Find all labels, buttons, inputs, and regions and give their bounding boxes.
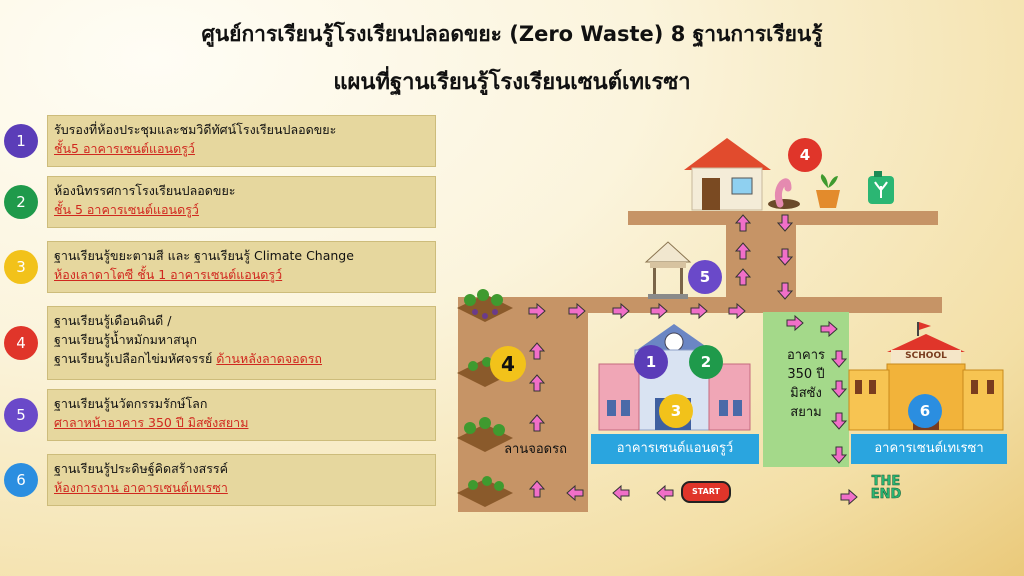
- station-1-panel: รับรองที่ห้องประชุมและชมวิดีทัศน์โรงเรีย…: [47, 115, 436, 167]
- station-5-number: 5: [4, 398, 38, 432]
- map-badge-4-house: 4: [788, 138, 822, 172]
- station-3-number: 3: [4, 250, 38, 284]
- end-sign-line1: THE: [871, 474, 901, 489]
- end-sign: THE END: [864, 474, 908, 502]
- label-st-teresa: อาคารเซนต์เทเรซา: [851, 434, 1007, 464]
- map-badge-5: 5: [688, 260, 722, 294]
- station-2-location: ชั้น 5 อาคารเซนต์แอนดรูว์: [54, 202, 199, 217]
- map-badge-2: 2: [689, 345, 723, 379]
- pavilion-icon: [644, 241, 692, 299]
- path-arrow-icon: [776, 248, 794, 266]
- path-arrow-icon: [830, 412, 848, 430]
- path-arrow-icon: [528, 374, 546, 392]
- station-5-panel: ฐานเรียนรู้นวัตกรรมรักษ์โลกศาลาหน้าอาคาร…: [47, 389, 436, 441]
- school-sign: SCHOOL: [905, 351, 947, 361]
- station-4-text: ฐานเรียนรู้น้ำหมักมหาสนุก: [54, 332, 197, 347]
- path-arrow-icon: [612, 484, 630, 502]
- path-arrow-icon: [528, 414, 546, 432]
- station-6-text: ฐานเรียนรู้ประดิษฐ์คิดสร้างสรรค์: [54, 461, 229, 476]
- path-arrow-icon: [840, 488, 858, 506]
- worm-icon: [768, 178, 800, 209]
- station-3-location: ห้องเลาดาโตซี ชั้น 1 อาคารเซนต์แอนดรูว์: [54, 267, 283, 282]
- station-1-text: รับรองที่ห้องประชุมและชมวิดีทัศน์โรงเรีย…: [54, 122, 337, 137]
- station-2-number: 2: [4, 185, 38, 219]
- station-5-text: ฐานเรียนรู้นวัตกรรมรักษ์โลก: [54, 396, 208, 411]
- station-1-location: ชั้น5 อาคารเซนต์แอนดรูว์: [54, 141, 195, 156]
- page-title: ศูนย์การเรียนรู้โรงเรียนปลอดขยะ (Zero Wa…: [201, 22, 823, 46]
- path-arrow-icon: [734, 268, 752, 286]
- station-3-panel: ฐานเรียนรู้ขยะตามสี และ ฐานเรียนรู้ Clim…: [47, 241, 436, 293]
- label-350-line2: 350 ปี: [787, 367, 825, 382]
- station-4-text: ฐานเรียนรู้เปลือกไข่มหัศจรรย์: [54, 351, 213, 366]
- path-arrow-icon: [734, 214, 752, 232]
- station-6-panel: ฐานเรียนรู้ประดิษฐ์คิดสร้างสรรค์ห้องการง…: [47, 454, 436, 506]
- path-arrow-icon: [734, 242, 752, 260]
- path-arrow-icon: [728, 302, 746, 320]
- path-arrow-icon: [528, 480, 546, 498]
- path-arrow-icon: [528, 342, 546, 360]
- station-4-location: ด้านหลังลาดจอดรถ: [216, 351, 322, 366]
- path-arrow-icon: [820, 320, 838, 338]
- label-350-building: อาคาร 350 ปี มิสซัง สยาม: [768, 346, 844, 422]
- station-5-location: ศาลาหน้าอาคาร 350 ปี มิสซังสยาม: [54, 415, 249, 430]
- path-arrow-icon: [786, 314, 804, 332]
- page-subtitle: แผนที่ฐานเรียนรู้โรงเรียนเซนต์เทเรซา: [333, 70, 691, 95]
- path-arrow-icon: [566, 484, 584, 502]
- label-350-line4: สยาม: [790, 405, 822, 420]
- label-350-line3: มิสซัง: [790, 386, 822, 401]
- path-arrow-icon: [830, 380, 848, 398]
- path-arrow-icon: [528, 302, 546, 320]
- path-arrow-icon: [776, 214, 794, 232]
- station-4-number: 4: [4, 326, 38, 360]
- station-4-text: ฐานเรียนรู้เดือนดินดี /: [54, 313, 172, 328]
- label-st-andrew: อาคารเซนต์แอนดรูว์: [591, 434, 759, 464]
- map-badge-1: 1: [634, 345, 668, 379]
- path-arrow-icon: [830, 350, 848, 368]
- station-1-number: 1: [4, 124, 38, 158]
- path-arrow-icon: [830, 446, 848, 464]
- path-arrow-icon: [612, 302, 630, 320]
- station-4-panel: ฐานเรียนรู้เดือนดินดี / ฐานเรียนรู้น้ำหมั…: [47, 306, 436, 380]
- start-sign: START: [681, 481, 731, 503]
- garden-plots: [457, 289, 513, 507]
- road-left-vertical: [458, 297, 588, 512]
- end-sign-line2: END: [870, 487, 902, 502]
- station-6-location: ห้องการงาน อาคารเซนต์เทเรซา: [54, 480, 228, 495]
- path-arrow-icon: [656, 484, 674, 502]
- station-3-text: ฐานเรียนรู้ขยะตามสี และ ฐานเรียนรู้ Clim…: [54, 248, 354, 263]
- label-350-line1: อาคาร: [786, 348, 826, 363]
- map-badge-4-parking: 4: [490, 346, 526, 382]
- map-badge-3: 3: [659, 394, 693, 428]
- path-arrow-icon: [690, 302, 708, 320]
- plant-pot-icon: [816, 174, 840, 208]
- station-2-text: ห้องนิทรรศการโรงเรียนปลอดขยะ: [54, 183, 236, 198]
- label-parking: ลานจอดรถ: [504, 442, 567, 457]
- house-icon: [684, 138, 771, 211]
- map-badge-6: 6: [908, 394, 942, 428]
- path-arrow-icon: [650, 302, 668, 320]
- path-arrow-icon: [568, 302, 586, 320]
- path-arrow-icon: [776, 282, 794, 300]
- station-2-panel: ห้องนิทรรศการโรงเรียนปลอดขยะชั้น 5 อาคาร…: [47, 176, 436, 228]
- bottle-icon: [868, 171, 894, 204]
- station-6-number: 6: [4, 463, 38, 497]
